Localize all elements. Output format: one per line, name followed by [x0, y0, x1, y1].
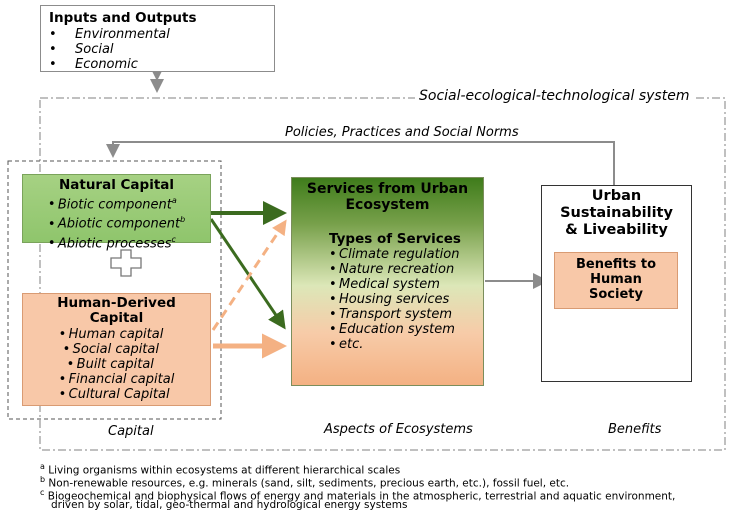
services-list: Climate regulation Nature recreation Med…	[292, 247, 483, 352]
inputs-outputs-list: Environmental Social Economic	[49, 27, 266, 72]
list-item: Economic	[49, 57, 266, 72]
policies-label: Policies, Practices and Social Norms	[285, 125, 519, 140]
list-item: Housing services	[329, 292, 483, 307]
footnote-c-continued: driven by solar, tidal, geo-thermal and …	[51, 499, 408, 511]
footnote-c: c Biogeochemical and biophysical flows o…	[40, 488, 676, 503]
inputs-outputs-box: Inputs and Outputs Environmental Social …	[40, 5, 275, 72]
footnote-a: a Living organisms within ecosystems at …	[40, 462, 401, 477]
list-item: Nature recreation	[329, 262, 483, 277]
footnote-b: b Non-renewable resources, e.g. minerals…	[40, 475, 570, 490]
list-item: Environmental	[49, 27, 266, 42]
policies-feedback-arrow	[106, 141, 615, 185]
list-item: Financial capital	[59, 372, 175, 387]
list-item: Climate regulation	[329, 247, 483, 262]
system-frame	[39, 97, 726, 451]
list-item: Biotic componenta	[48, 193, 185, 212]
list-item: Social capital	[59, 342, 175, 357]
urban-title-line2: Sustainability	[560, 205, 673, 221]
benefits-box: Benefits to Human Society	[554, 252, 678, 309]
list-item: Transport system	[329, 307, 483, 322]
column-label-aspects: Aspects of Ecosystems	[324, 422, 473, 437]
human-capital-title-line1: Human-Derived	[57, 295, 176, 311]
services-box: Services from Urban Ecosystem Types of S…	[291, 177, 484, 386]
plus-icon	[110, 249, 142, 277]
human-to-services-arrow-dashed	[211, 219, 287, 331]
list-item: Cultural Capital	[59, 387, 175, 402]
natural-capital-list: Biotic componenta Abiotic componentb Abi…	[48, 193, 185, 251]
list-item: Education system	[329, 322, 483, 337]
column-label-benefits: Benefits	[608, 422, 662, 437]
human-capital-title-line2: Capital	[89, 310, 144, 326]
urban-title-line3: & Liveability	[565, 222, 668, 238]
capital-frame	[7, 160, 222, 420]
services-title-line2: Ecosystem	[345, 197, 430, 213]
benefits-line1: Benefits to	[575, 257, 657, 272]
natural-capital-title: Natural Capital	[58, 177, 175, 193]
benefits-line3: Society	[589, 287, 643, 302]
list-item: Abiotic processesc	[48, 232, 185, 251]
list-item: Medical system	[329, 277, 483, 292]
list-item: Human capital	[59, 327, 175, 342]
benefits-line2: Human	[590, 272, 642, 287]
human-capital-list: Human capital Social capital Built capit…	[59, 327, 175, 402]
human-capital-box: Human-Derived Capital Human capital Soci…	[22, 293, 211, 406]
inputs-outputs-title: Inputs and Outputs	[49, 10, 197, 26]
natural-to-services-arrow-diag	[209, 218, 286, 330]
urban-title-line1: Urban	[591, 188, 642, 204]
list-item: Built capital	[59, 357, 175, 372]
list-item: Abiotic componentb	[48, 212, 185, 231]
column-label-capital: Capital	[108, 424, 154, 439]
list-item: etc.	[329, 337, 483, 352]
system-label: Social-ecological-technological system	[415, 88, 694, 104]
natural-capital-box: Natural Capital Biotic componenta Abioti…	[22, 174, 211, 251]
list-item: Social	[49, 42, 266, 57]
services-subtitle: Types of Services	[329, 231, 461, 247]
services-title-line1: Services from Urban	[306, 181, 469, 197]
